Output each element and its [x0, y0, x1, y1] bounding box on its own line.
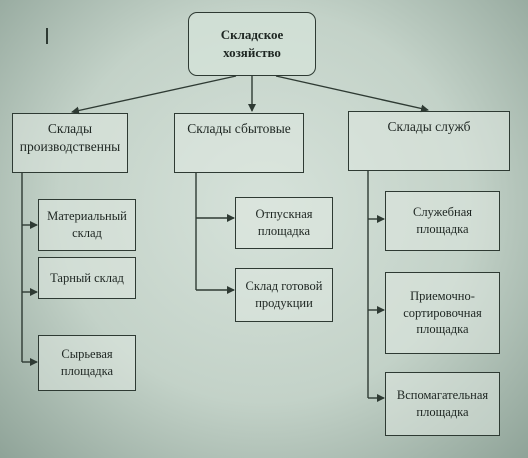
leaf-material-warehouse: Материальный склад: [38, 199, 136, 251]
category-sales-warehouses: Склады сбытовые: [174, 113, 304, 173]
leaf-auxiliary-area: Вспомагательная площадка: [385, 372, 500, 436]
leaf-label: Тарный склад: [50, 270, 124, 285]
arrow-root-to-production: [71, 75, 237, 115]
root-node: Складское хозяйство: [188, 12, 316, 76]
leaf-label: Служебная площадка: [412, 205, 473, 236]
arrow-root-to-services: [275, 75, 429, 113]
leaf-label: Материальный склад: [47, 209, 127, 240]
leaf-service-area: Служебная площадка: [385, 191, 500, 251]
root-label: Складское хозяйство: [220, 27, 284, 60]
category-production-warehouses: Склады производственны: [12, 113, 128, 173]
leaf-label: Склад готовой продукции: [245, 279, 323, 310]
leaf-finished-goods-warehouse: Склад готовой продукции: [235, 268, 333, 322]
leaf-label: Вспомагательная площадка: [396, 388, 489, 419]
leaf-container-warehouse: Тарный склад: [38, 257, 136, 299]
leaf-raw-material-area: Сырьевая площадка: [38, 335, 136, 391]
leaf-dispatch-area: Отпускная площадка: [235, 197, 333, 249]
leaf-receiving-sorting-area: Приемочно-сортировочная площадка: [385, 272, 500, 354]
category-label: Склады сбытовые: [187, 121, 291, 136]
cursor-mark: [46, 28, 48, 44]
category-label: Склады служб: [387, 119, 471, 134]
category-label: Склады производственны: [19, 121, 121, 155]
leaf-label: Отпускная площадка: [255, 207, 313, 238]
leaf-label: Приемочно-сортировочная площадка: [403, 288, 482, 337]
category-service-warehouses: Склады служб: [348, 111, 510, 171]
leaf-label: Сырьевая площадка: [60, 347, 114, 378]
